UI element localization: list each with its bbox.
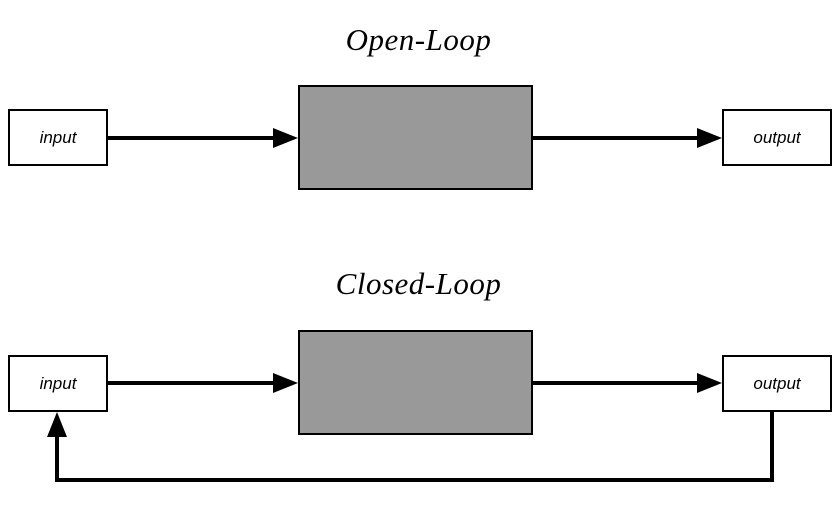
open-loop-input-arrow-line [108,136,278,140]
arrowhead-right-icon [697,373,722,393]
arrowhead-right-icon [273,128,298,148]
closed-loop-input-label: input [39,373,77,393]
open-loop-output-box: output [722,109,832,166]
arrowhead-up-icon [47,412,67,437]
open-loop-input-box: input [8,109,108,166]
closed-loop-title: Closed-Loop [335,266,502,301]
open-loop-output-label: output [753,127,801,147]
closed-loop-process-box [298,330,533,435]
open-loop-process-box [298,85,533,190]
open-loop-title: Open-Loop [345,22,492,57]
closed-loop-output-arrow-line [533,381,701,385]
closed-loop-output-label: output [753,373,801,393]
arrowhead-right-icon [273,373,298,393]
feedback-line-up [55,430,59,482]
closed-loop-output-box: output [722,355,832,412]
open-loop-output-arrow-line [533,136,701,140]
feedback-line-down [770,411,774,482]
closed-loop-input-box: input [8,355,108,412]
closed-loop-input-arrow-line [108,381,278,385]
open-loop-input-label: input [39,127,77,147]
feedback-line-across [55,478,774,482]
arrowhead-right-icon [697,128,722,148]
